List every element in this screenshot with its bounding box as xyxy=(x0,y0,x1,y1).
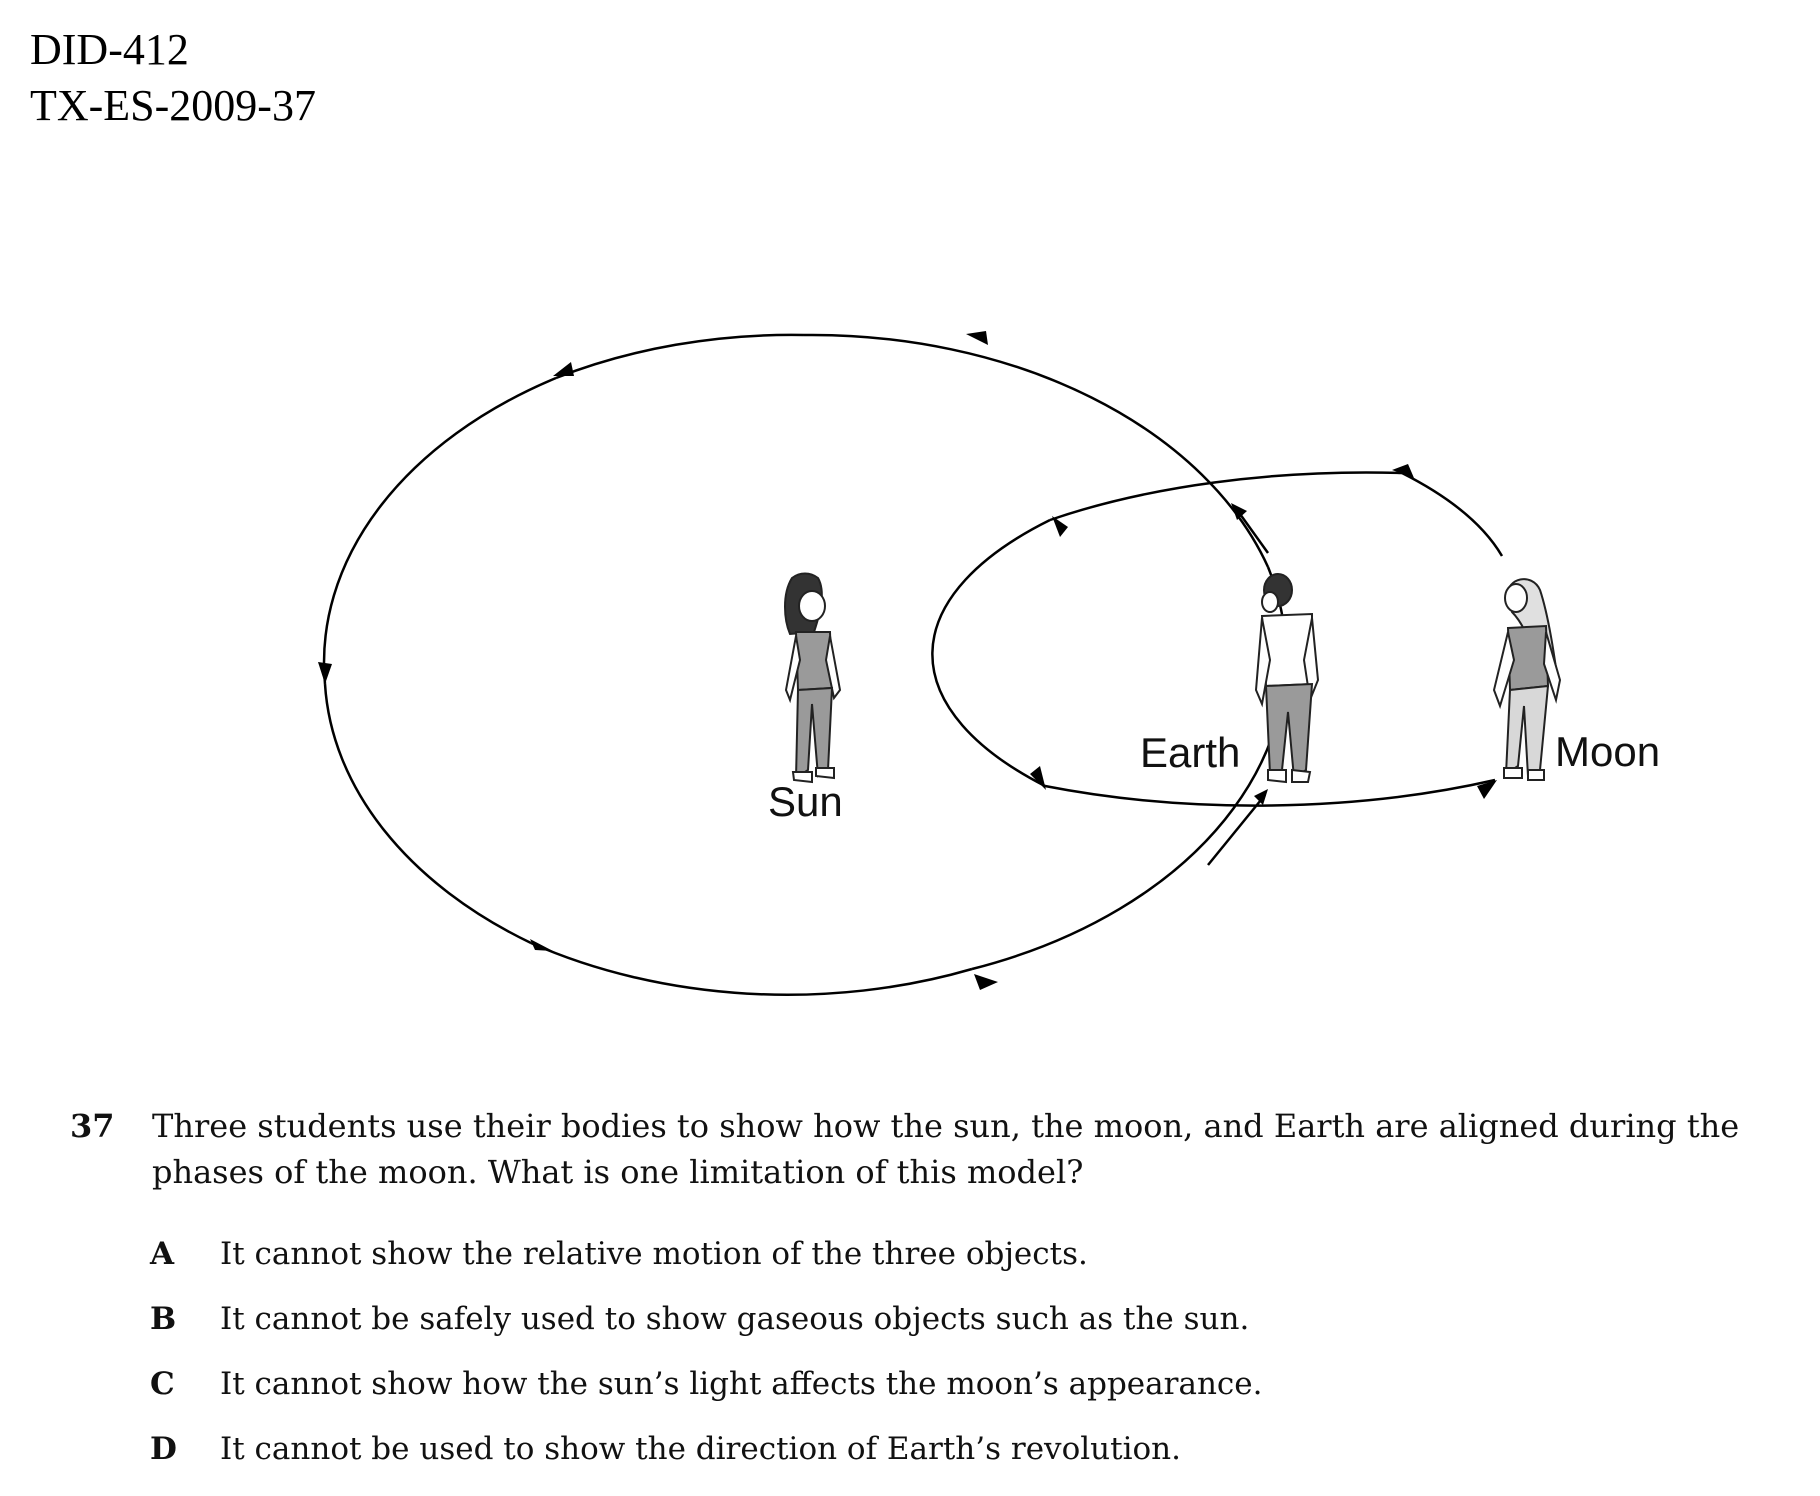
arrow-icon xyxy=(1030,766,1046,790)
arrow-icon xyxy=(1254,789,1268,805)
choice-a[interactable]: A It cannot show the relative motion of … xyxy=(150,1236,1750,1301)
choice-letter: D xyxy=(150,1431,177,1467)
arrow-icon xyxy=(318,662,332,684)
arrow-icon xyxy=(1477,780,1497,799)
choice-text: It cannot be safely used to show gaseous… xyxy=(220,1301,1250,1337)
document-id: DID-412 xyxy=(30,25,189,74)
question-text: Three students use their bodies to show … xyxy=(152,1107,1740,1191)
moon-student-figure xyxy=(1492,578,1562,781)
choice-d[interactable]: D It cannot be used to show the directio… xyxy=(150,1431,1750,1496)
arrow-icon xyxy=(974,974,998,990)
choice-text: It cannot show the relative motion of th… xyxy=(220,1236,1088,1272)
orbit-diagram: Sun Earth Moon xyxy=(318,331,1660,997)
choice-text: It cannot be used to show the direction … xyxy=(220,1431,1181,1467)
arrow-icon xyxy=(1052,516,1068,537)
arrow-icon xyxy=(530,939,553,951)
arrow-icon xyxy=(1392,464,1414,478)
question-number: 37 xyxy=(70,1107,115,1145)
earth-student-figure xyxy=(1254,573,1320,784)
moon-orbit-arrows xyxy=(1030,464,1497,799)
arrow-icon xyxy=(553,362,574,376)
earth-orbit-arrows xyxy=(318,331,998,990)
sun-student-figure xyxy=(784,572,842,784)
item-code: TX-ES-2009-37 xyxy=(30,81,316,130)
choice-letter: B xyxy=(150,1301,177,1337)
choice-letter: C xyxy=(150,1366,175,1402)
earth-label: Earth xyxy=(1140,729,1240,776)
arrow-icon xyxy=(966,331,988,345)
choice-text: It cannot show how the sun’s light affec… xyxy=(220,1366,1263,1402)
answer-choices: A It cannot show the relative motion of … xyxy=(150,1236,1750,1496)
moon-orbit xyxy=(931,471,1504,807)
sun-label: Sun xyxy=(768,778,843,825)
choice-letter: A xyxy=(150,1236,175,1272)
arrow-icon xyxy=(1231,503,1247,520)
choice-b[interactable]: B It cannot be safely used to show gaseo… xyxy=(150,1301,1750,1366)
choice-c[interactable]: C It cannot show how the sun’s light aff… xyxy=(150,1366,1750,1431)
moon-label: Moon xyxy=(1555,728,1660,775)
